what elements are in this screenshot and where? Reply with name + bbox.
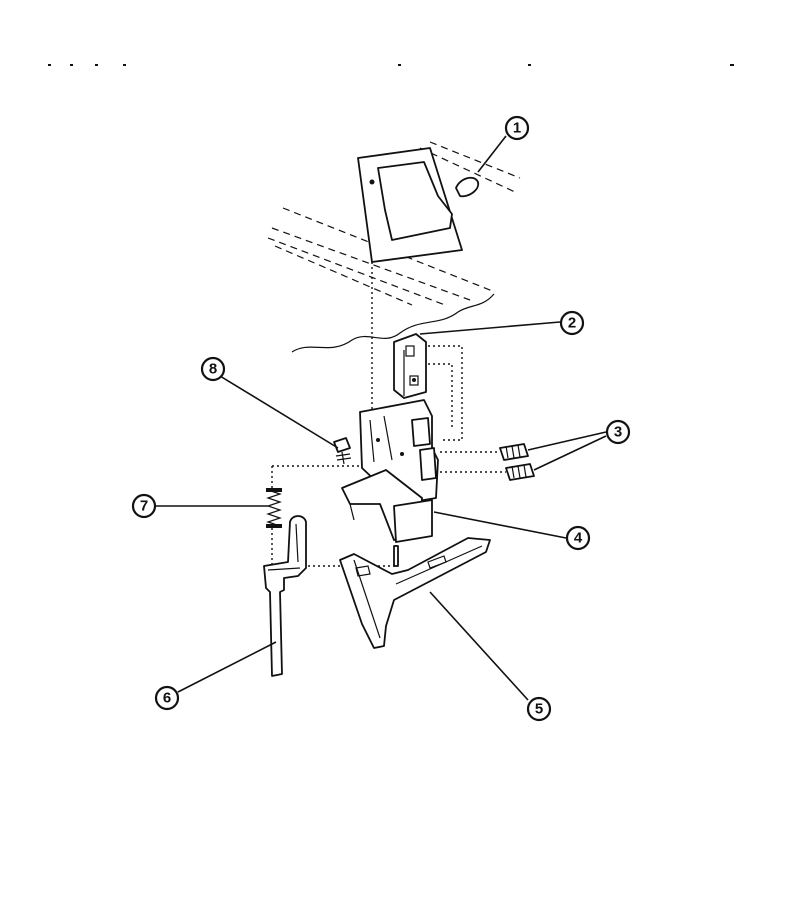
callout-1: 1 [504,115,530,141]
part-8-screw [333,437,352,465]
callout-3-label: 3 [614,424,622,441]
callout-1-label: 1 [513,120,521,137]
callout-7: 7 [131,493,157,519]
callout-5: 5 [526,696,552,722]
part-3-screws [499,443,535,481]
callout-8: 8 [200,356,226,382]
part-1-cover-plate [357,147,480,263]
callout-4-label: 4 [574,530,583,547]
part-4-bracket [341,399,439,543]
callout-6-label: 6 [163,690,171,707]
callout-4: 4 [565,525,591,551]
callout-2: 2 [559,310,585,336]
callout-2-label: 2 [568,315,576,332]
part-7-spring [266,488,282,528]
callout-7-label: 7 [140,498,148,515]
callout-5-label: 5 [535,701,543,718]
part-5-pedal-plate [339,537,491,649]
callout-3: 3 [605,419,631,445]
callout-8-label: 8 [209,361,217,378]
part-2-switch-block [393,333,427,399]
scan-marks [48,64,734,66]
callout-6: 6 [154,685,180,711]
leader-lines [156,135,607,701]
part-6-lever [263,515,307,677]
